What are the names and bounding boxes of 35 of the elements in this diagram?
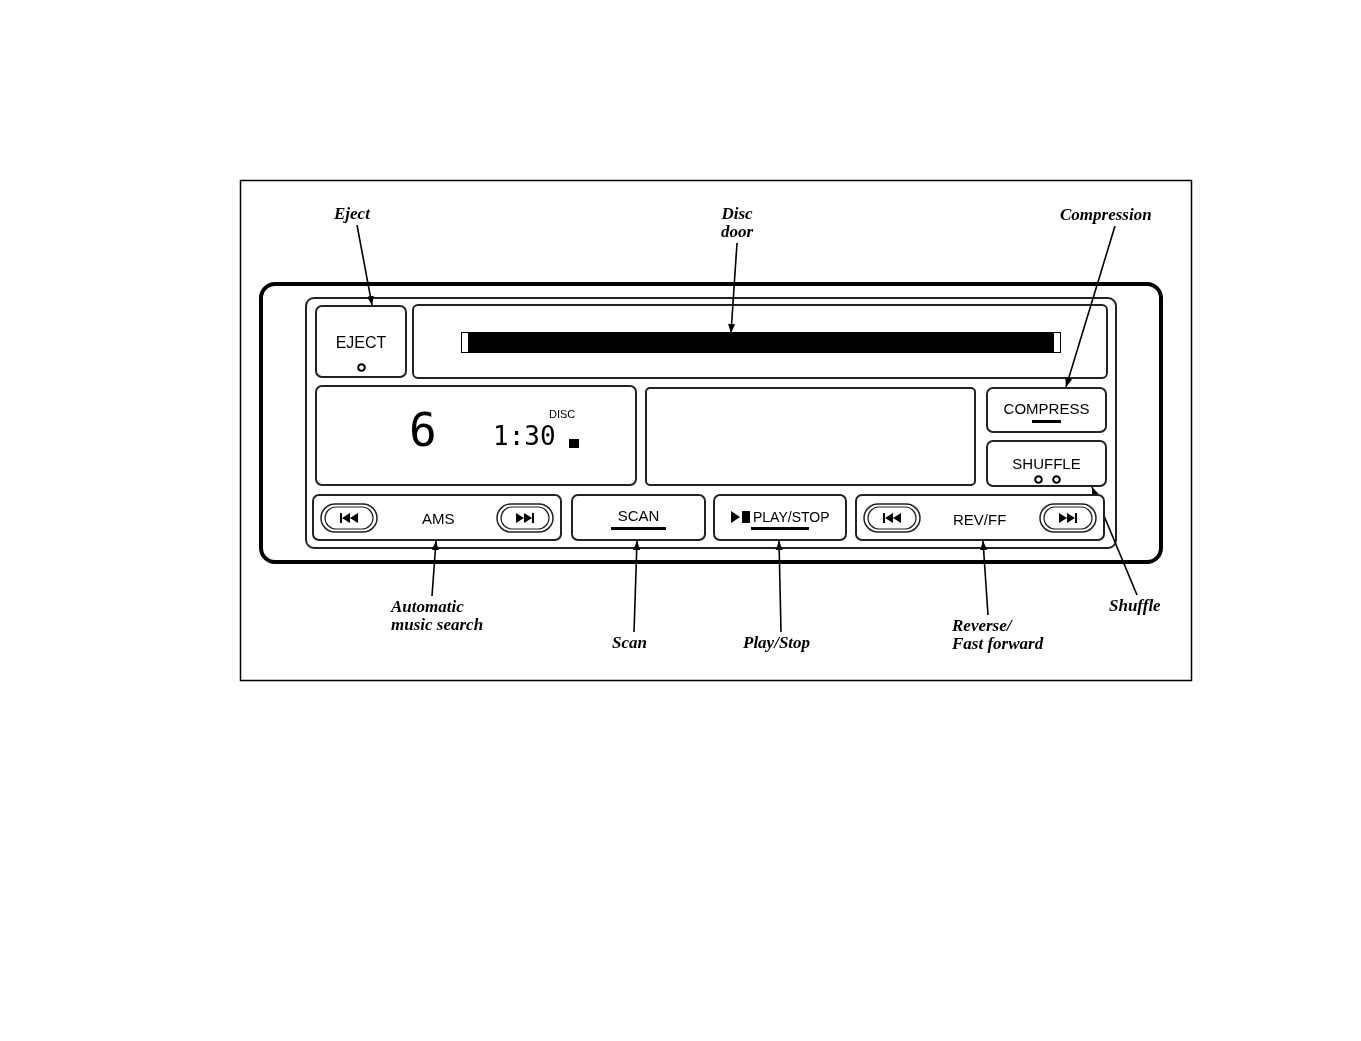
leader-line bbox=[431, 540, 439, 597]
button-label: AMS bbox=[422, 511, 455, 526]
button-label: COMPRESS bbox=[1002, 401, 1091, 416]
callout-label: Disc door bbox=[714, 205, 760, 241]
callout-label: Compression bbox=[1060, 206, 1170, 224]
eject-button bbox=[315, 305, 407, 378]
callout-label: Scan bbox=[612, 634, 657, 652]
callout-label: Eject bbox=[334, 205, 379, 223]
leader-line bbox=[775, 540, 783, 633]
leader-line bbox=[1065, 225, 1116, 388]
leader-line bbox=[728, 242, 738, 334]
display-label: DISC bbox=[549, 409, 576, 420]
scan-button bbox=[571, 494, 706, 541]
seek-control bbox=[312, 494, 562, 541]
button-label: SHUFFLE bbox=[1011, 456, 1082, 471]
callout-label: Play/Stop bbox=[743, 634, 828, 652]
leader-line bbox=[980, 540, 989, 616]
display-digit: 6 bbox=[409, 407, 437, 453]
callout-label: Shuffle bbox=[1109, 597, 1171, 615]
leader-line bbox=[356, 224, 374, 306]
display-panel bbox=[315, 385, 637, 486]
rev-ff-control bbox=[855, 494, 1105, 541]
leader-line bbox=[1091, 486, 1138, 596]
callout-label: Reverse/ Fast forward bbox=[952, 617, 1044, 653]
callout-label: Automatic music search bbox=[391, 598, 486, 652]
button-label: PLAY/STOP bbox=[753, 510, 830, 524]
button-label: REV/FF bbox=[953, 512, 1007, 527]
display-window bbox=[645, 387, 976, 486]
button-label: SCAN bbox=[616, 508, 661, 523]
leader-line bbox=[633, 540, 641, 633]
shuffle-button bbox=[986, 440, 1107, 487]
button-label: EJECT bbox=[334, 335, 388, 351]
play-stop-button bbox=[713, 494, 847, 541]
compress-button bbox=[986, 387, 1107, 433]
display-digit: 1:30 bbox=[493, 423, 556, 449]
